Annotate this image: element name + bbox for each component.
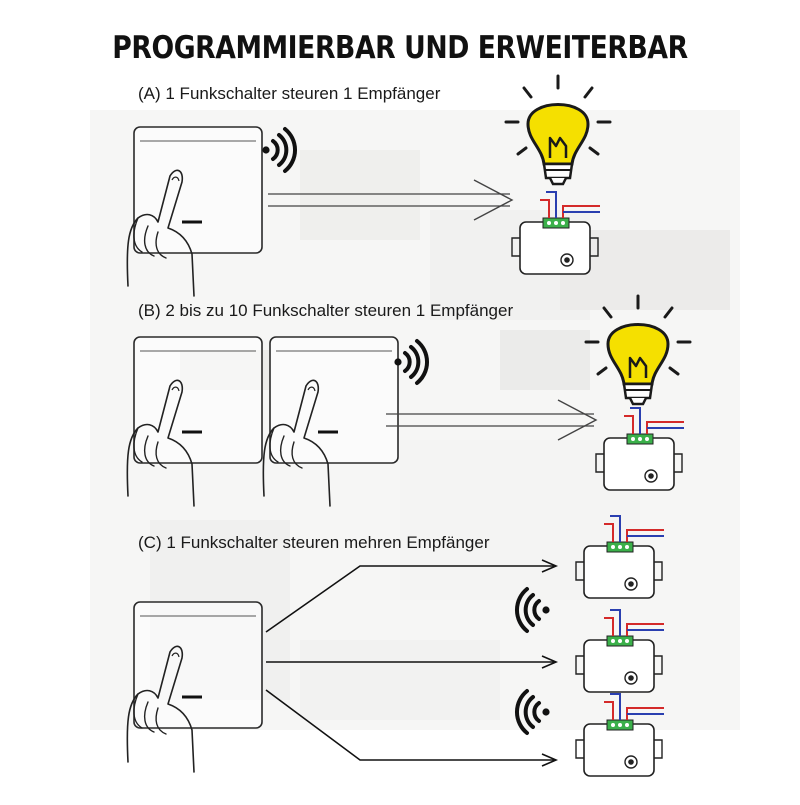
section-b [126, 294, 692, 507]
arrow-right-icon [265, 689, 559, 767]
light-switch-icon [132, 335, 264, 465]
arrow-right-icon [265, 559, 559, 633]
light-switch-icon [268, 335, 400, 465]
arrow-right-icon [266, 655, 559, 669]
section-c [126, 515, 665, 777]
light-switch-icon [132, 600, 264, 730]
arrow-right-icon [386, 399, 598, 441]
section-a-label: (A) 1 Funkschalter steuren 1 Empfänger [138, 84, 441, 103]
light-switch-icon [132, 125, 264, 255]
section-b-label: (B) 2 bis zu 10 Funkschalter steuren 1 E… [138, 301, 514, 320]
arrow-right-icon [268, 179, 514, 221]
section-a [126, 74, 612, 297]
section-c-label: (C) 1 Funkschalter steuren mehren Empfän… [138, 533, 490, 552]
page-title: PROGRAMMIERBAR UND ERWEITERBAR [112, 30, 688, 66]
